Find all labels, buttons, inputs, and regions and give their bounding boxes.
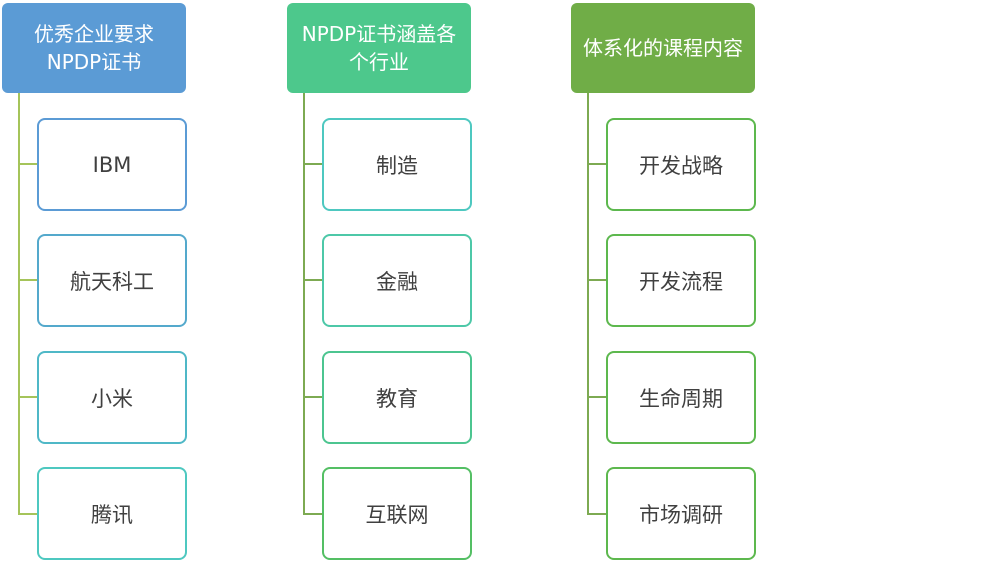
connector-branch <box>587 163 607 165</box>
connector-branch <box>303 279 323 281</box>
list-item-ibm: IBM <box>37 118 187 211</box>
connector-branch <box>587 513 607 515</box>
connector-branch <box>18 279 38 281</box>
list-item-aerospace: 航天科工 <box>37 234 187 327</box>
column-header: 优秀企业要求NPDP证书 <box>2 3 186 93</box>
connector-branch <box>303 513 323 515</box>
connector-branch <box>18 163 38 165</box>
list-item-internet: 互联网 <box>322 467 472 560</box>
list-item-market-research: 市场调研 <box>606 467 756 560</box>
list-item-finance: 金融 <box>322 234 472 327</box>
connector-trunk <box>587 93 589 515</box>
connector-trunk <box>18 93 20 515</box>
list-item-dev-process: 开发流程 <box>606 234 756 327</box>
column-header: 体系化的课程内容 <box>571 3 755 93</box>
list-item-tencent: 腾讯 <box>37 467 187 560</box>
list-item-manufacturing: 制造 <box>322 118 472 211</box>
connector-branch <box>303 163 323 165</box>
connector-branch <box>587 279 607 281</box>
list-item-xiaomi: 小米 <box>37 351 187 444</box>
connector-branch <box>18 396 38 398</box>
connector-branch <box>587 396 607 398</box>
connector-trunk <box>303 93 305 515</box>
connector-branch <box>18 513 38 515</box>
connector-branch <box>303 396 323 398</box>
column-header: NPDP证书涵盖各个行业 <box>287 3 471 93</box>
list-item-education: 教育 <box>322 351 472 444</box>
list-item-lifecycle: 生命周期 <box>606 351 756 444</box>
list-item-dev-strategy: 开发战略 <box>606 118 756 211</box>
